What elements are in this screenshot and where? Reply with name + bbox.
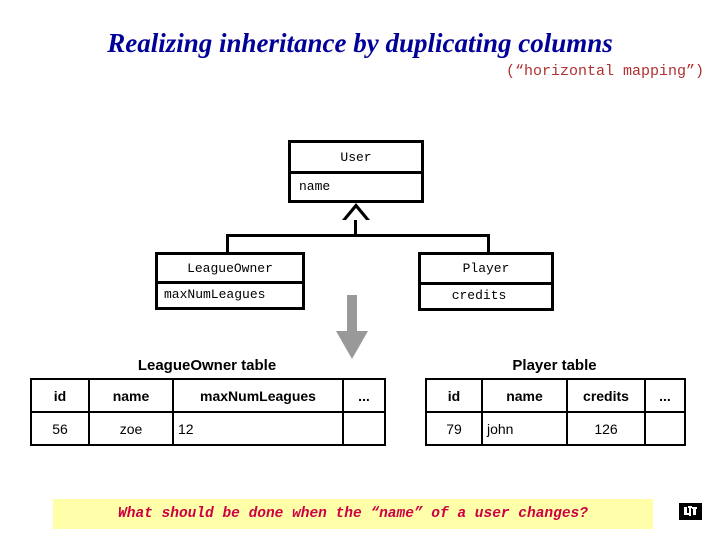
generalization-stem-line <box>354 220 357 237</box>
generalization-drop-line-right <box>487 234 490 253</box>
table-player: id name credits ... 79 john 126 <box>425 378 686 446</box>
mapping-arrow-head-icon <box>336 331 368 359</box>
table-header-row: id name maxNumLeagues ... <box>30 378 386 413</box>
column-header-more: ... <box>342 378 386 413</box>
cell-name: zoe <box>88 411 174 446</box>
column-header-more: ... <box>644 378 686 413</box>
generalization-triangle-fill-icon <box>346 208 366 220</box>
page-subtitle: (“horizontal mapping”) <box>505 63 704 80</box>
uml-class-player: Player credits <box>418 252 554 311</box>
uml-class-leagueowner: LeagueOwner maxNumLeagues <box>155 252 305 310</box>
cell-more <box>342 411 386 446</box>
uml-class-user: User name <box>288 140 424 203</box>
table-row: 79 john 126 <box>425 411 686 446</box>
uml-class-player-name: Player <box>421 255 551 285</box>
column-header-credits: credits <box>566 378 646 413</box>
uml-class-user-name: User <box>291 143 421 174</box>
cell-id: 56 <box>30 411 90 446</box>
uml-class-player-attribute-credits: credits <box>451 288 507 303</box>
cell-more <box>644 411 686 446</box>
corner-badge-icon <box>679 503 702 520</box>
question-banner: What should be done when the “name” of a… <box>53 499 653 529</box>
table-leagueowner: id name maxNumLeagues ... 56 zoe 12 <box>30 378 386 446</box>
generalization-bus-line <box>226 234 490 237</box>
table-header-row: id name credits ... <box>425 378 686 413</box>
column-header-maxnumleagues: maxNumLeagues <box>172 378 344 413</box>
page-title: Realizing inheritance by duplicating col… <box>107 28 613 58</box>
cell-credits: 126 <box>566 411 646 446</box>
cell-id: 79 <box>425 411 483 446</box>
column-header-id: id <box>30 378 90 413</box>
column-header-id: id <box>425 378 483 413</box>
table-caption-leagueowner: LeagueOwner table <box>137 357 277 374</box>
badge-glyph-icon <box>682 506 699 517</box>
cell-maxnumleagues: 12 <box>172 411 344 446</box>
uml-class-leagueowner-attribute-maxnumleagues: maxNumLeagues <box>164 287 266 302</box>
generalization-drop-line-left <box>226 234 229 253</box>
mapping-arrow-shaft-icon <box>347 295 357 337</box>
column-header-name: name <box>481 378 568 413</box>
column-header-name: name <box>88 378 174 413</box>
table-row: 56 zoe 12 <box>30 411 386 446</box>
uml-class-leagueowner-name: LeagueOwner <box>158 255 302 284</box>
table-caption-player: Player table <box>512 357 597 374</box>
uml-class-user-attribute-name: name <box>299 179 331 194</box>
cell-name: john <box>481 411 568 446</box>
